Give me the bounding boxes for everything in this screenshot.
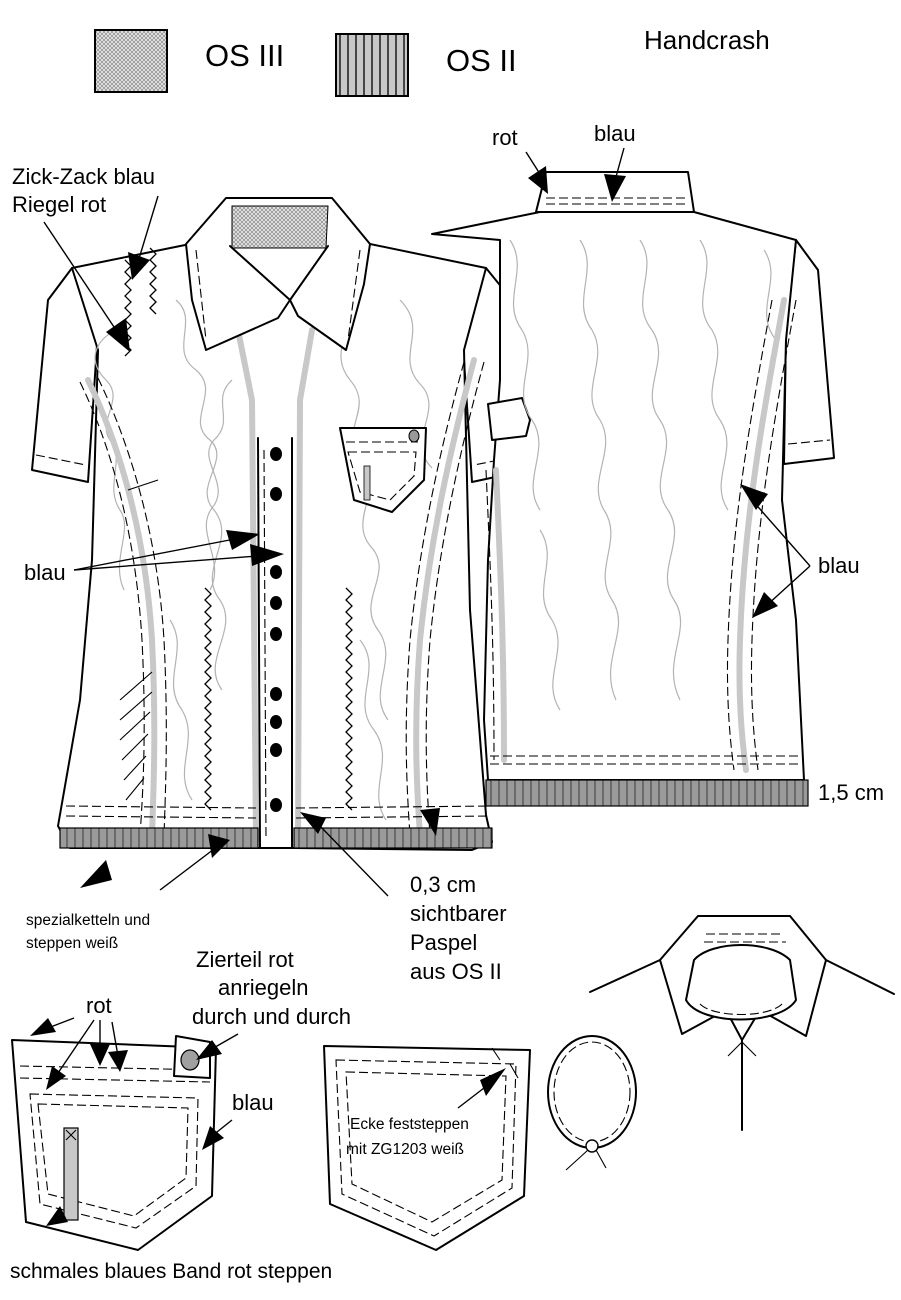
front-left-princess-piping bbox=[85, 377, 158, 838]
button bbox=[270, 487, 282, 501]
front-right-princess-piping bbox=[413, 357, 477, 838]
label-corner-line2: mit ZG1203 weiß bbox=[346, 1141, 464, 1158]
back-right-side-piping bbox=[736, 297, 787, 773]
label-piping-line3: Paspel bbox=[410, 930, 477, 955]
label-deco-line2: anriegeln bbox=[218, 975, 309, 1000]
front-placket-piping-left bbox=[235, 327, 259, 843]
legend-title-handcrash: Handcrash bbox=[644, 25, 770, 55]
button bbox=[270, 798, 282, 812]
back-hem-ruffle bbox=[485, 779, 809, 807]
label-rot-back: rot bbox=[492, 125, 518, 150]
back-handcrash-wrinkles bbox=[509, 239, 777, 711]
narrow-blue-band bbox=[63, 1127, 79, 1221]
legend-swatch-os2 bbox=[335, 33, 409, 97]
front-placket-piping-right bbox=[295, 327, 315, 843]
neck-loop-detail bbox=[547, 1035, 637, 1171]
label-blau-side: blau bbox=[818, 553, 860, 578]
label-hem-width: 1,5 cm bbox=[818, 780, 884, 805]
label-rot-pocket: rot bbox=[86, 993, 112, 1018]
label-zigzag-line1: Zick-Zack blau bbox=[12, 164, 155, 189]
label-blau-front: blau bbox=[24, 560, 66, 585]
button bbox=[270, 565, 282, 579]
front-placket bbox=[257, 437, 293, 849]
front-hem-ruffle bbox=[59, 827, 259, 849]
label-chain-line1: spezialketteln und bbox=[26, 912, 150, 929]
label-piping-line2: sichtbarer bbox=[410, 901, 507, 926]
pocket-detail-left bbox=[11, 1035, 217, 1251]
label-band: schmales blaues Band rot steppen bbox=[10, 1260, 332, 1283]
label-corner-line1: Ecke feststeppen bbox=[350, 1116, 469, 1133]
pocket-right-annotations: Ecke feststeppen mit ZG1203 weiß bbox=[346, 1068, 506, 1158]
pocket-detail-right bbox=[323, 1045, 531, 1251]
label-blau-collar: blau bbox=[594, 121, 636, 146]
collar-detail bbox=[589, 915, 895, 1131]
front-collar-stand-os3 bbox=[231, 205, 329, 249]
front-zigzag-stitch bbox=[124, 259, 132, 357]
label-blau-pocket: blau bbox=[232, 1090, 274, 1115]
legend-swatch-os3 bbox=[94, 29, 168, 93]
legend: OS III OS II Handcrash bbox=[94, 25, 770, 97]
front-chest-pocket bbox=[339, 427, 427, 513]
legend-label-os3: OS III bbox=[205, 38, 284, 73]
label-piping-line1: 0,3 cm bbox=[410, 872, 476, 897]
bartack bbox=[180, 1049, 200, 1071]
front-buttons bbox=[270, 447, 282, 812]
front-view bbox=[31, 197, 529, 851]
label-deco-line3: durch und durch bbox=[192, 1004, 351, 1029]
front-annotations: Zick-Zack blau Riegel rot blau spezialke… bbox=[12, 164, 507, 984]
button bbox=[270, 743, 282, 757]
pocket-left-annotations: rot Zierteil rot anriegeln durch und dur… bbox=[10, 947, 351, 1283]
label-zigzag-line2: Riegel rot bbox=[12, 192, 106, 217]
back-left-side-piping bbox=[493, 467, 507, 763]
button bbox=[270, 687, 282, 701]
label-piping-line4: aus OS II bbox=[410, 959, 502, 984]
button bbox=[270, 596, 282, 610]
button bbox=[270, 627, 282, 641]
back-annotations: rot blau blau 1,5 cm bbox=[492, 121, 884, 805]
label-deco-line1: Zierteil rot bbox=[196, 947, 294, 972]
button bbox=[270, 715, 282, 729]
back-view bbox=[431, 171, 835, 807]
legend-label-os2: OS II bbox=[446, 43, 517, 78]
label-chain-line2: steppen weiß bbox=[26, 935, 118, 952]
button bbox=[270, 447, 282, 461]
